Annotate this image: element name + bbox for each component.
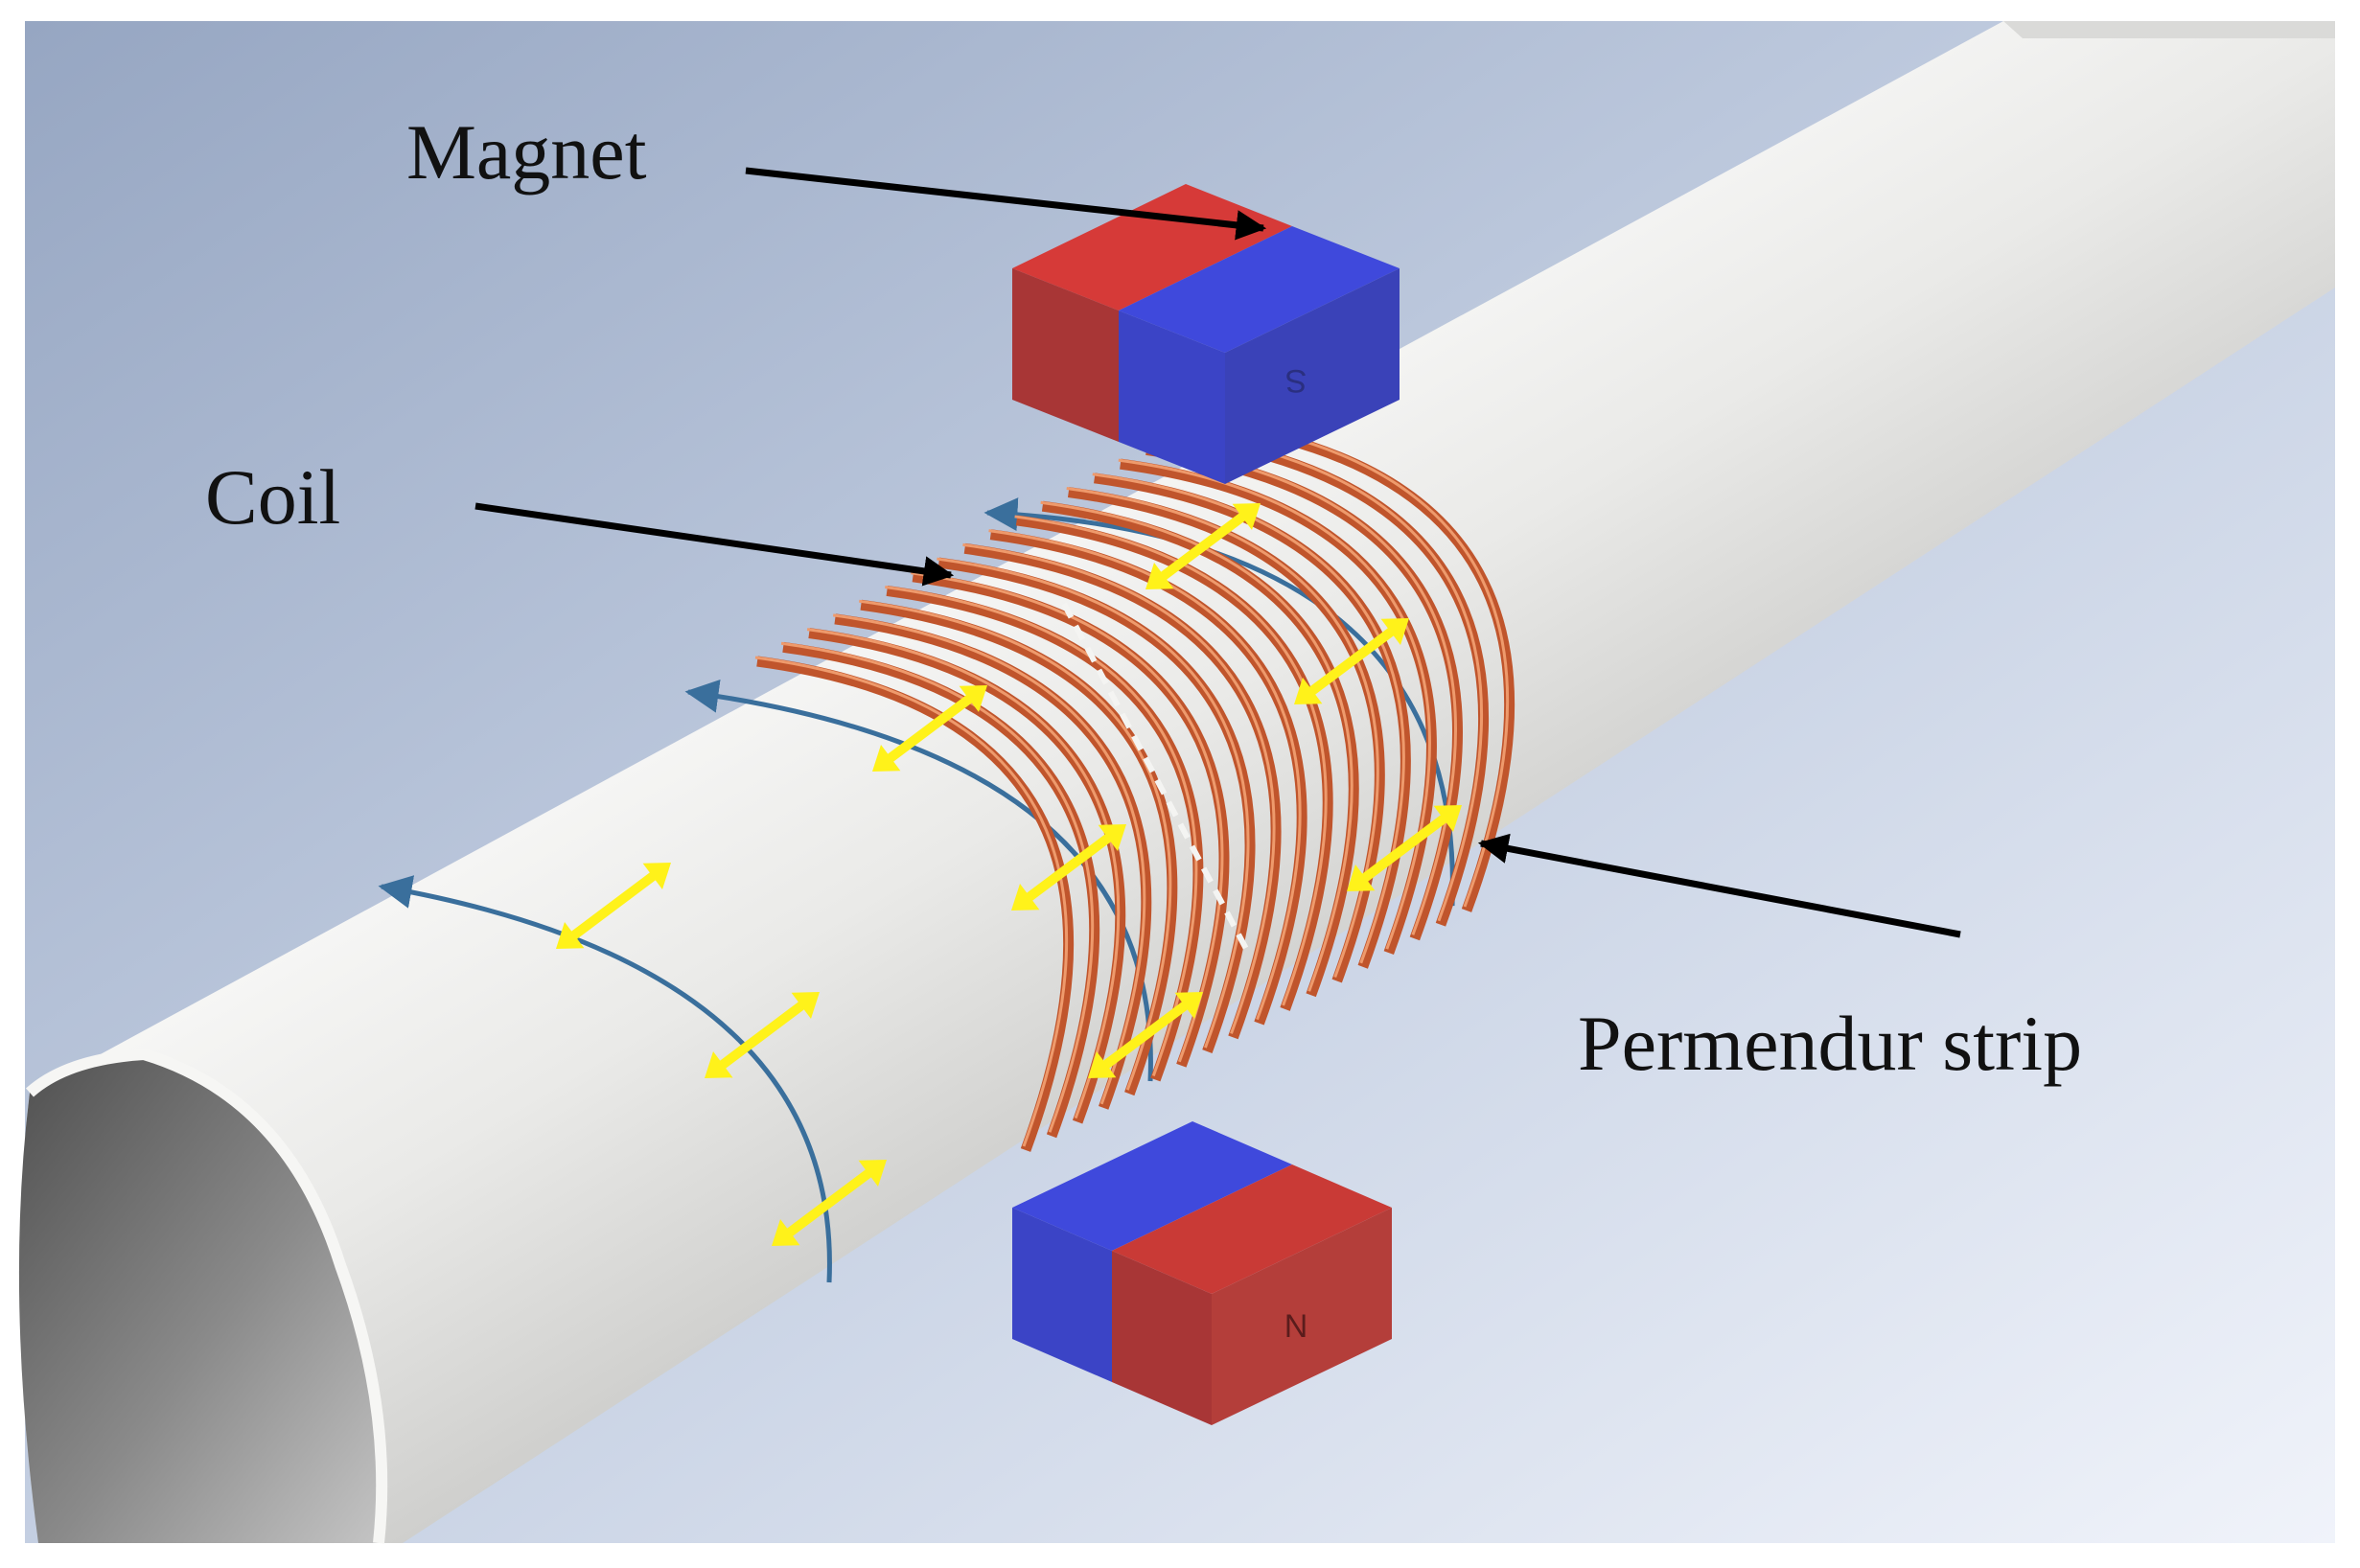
coil-turn-highlight xyxy=(1040,500,1354,992)
vibration-arrowhead-icon xyxy=(1098,824,1126,851)
magnet-label: Magnet xyxy=(406,108,647,196)
coil-turn-highlight xyxy=(806,628,1121,1119)
vibration-arrowhead-icon xyxy=(791,992,820,1019)
coil-turn-highlight xyxy=(832,613,1146,1105)
top-magnet-blue-top xyxy=(1119,226,1400,353)
bottom-magnet-blue-top xyxy=(1012,1121,1292,1251)
pointer-arrows xyxy=(474,167,1961,938)
coil-turn-highlight xyxy=(988,529,1302,1021)
permendur-strip-label: Permendur strip xyxy=(1578,1000,2083,1087)
vibration-arrow-icon xyxy=(1157,510,1249,583)
vibration-arrowhead-icon xyxy=(858,1160,887,1187)
vibration-arrowhead-icon xyxy=(1232,503,1261,530)
field-line-1-arrow-icon xyxy=(378,875,832,1283)
permendur-strip xyxy=(1061,602,1249,951)
vibration-arrow-icon xyxy=(1023,831,1115,904)
vibration-arrowhead-icon xyxy=(556,922,585,949)
vibration-arrow-icon xyxy=(1099,999,1192,1072)
vibration-arrowhead-icon xyxy=(1174,992,1203,1019)
vibration-arrowhead-icon xyxy=(1011,884,1040,911)
bottom-magnet-marking: N xyxy=(1284,1308,1308,1345)
vibration-arrowhead-icon xyxy=(1347,865,1376,891)
vibration-arrowhead-icon xyxy=(1088,1051,1117,1078)
coil-turn-highlight xyxy=(937,557,1250,1049)
top-magnet-blue-side xyxy=(1225,268,1400,484)
vibration-arrow-icon xyxy=(884,692,976,765)
vibration-arrow-icon xyxy=(783,1166,875,1239)
pipe xyxy=(18,21,2336,1544)
top-magnet: S xyxy=(1012,184,1400,484)
top-magnet-marking: S xyxy=(1285,362,1307,399)
coil-turn-highlight xyxy=(754,656,1069,1147)
coil-turn-highlight xyxy=(1092,473,1405,964)
coil-turn-highlight xyxy=(1014,515,1328,1006)
magnet-pointer-arrow-icon xyxy=(745,167,1267,241)
vibration-arrowhead-icon xyxy=(1380,618,1409,645)
bottom-magnet-red-top xyxy=(1112,1164,1392,1294)
coil-turn-highlight xyxy=(962,542,1276,1034)
vibration-arrowhead-icon xyxy=(705,1051,733,1078)
vibration-arrow-icon xyxy=(567,869,659,942)
vibration-arrow-icon xyxy=(716,999,808,1072)
coil-turn-highlight xyxy=(780,641,1095,1133)
coil-turn-highlight xyxy=(885,585,1198,1076)
pipe-opening xyxy=(18,1054,382,1543)
coil-pointer-arrow-icon xyxy=(474,502,955,587)
vibration-arrowhead-icon xyxy=(872,745,901,772)
top-magnet-red-front xyxy=(1012,268,1119,442)
top-magnet-blue-front xyxy=(1119,311,1225,484)
vibration-arrowhead-icon xyxy=(772,1219,800,1246)
bottom-magnet: N xyxy=(1012,1121,1392,1425)
permendur-pointer-arrow-icon xyxy=(1477,833,1961,938)
coil-label: Coil xyxy=(205,453,341,541)
coil-turn-highlight xyxy=(859,599,1172,1091)
pipe-body xyxy=(18,21,2336,1543)
coil-turn-highlight xyxy=(911,571,1224,1063)
bottom-magnet-red-side xyxy=(1212,1208,1392,1425)
vibration-arrowhead-icon xyxy=(1294,678,1323,704)
top-magnet-red-top xyxy=(1012,184,1292,311)
pipe-top-edge-shade xyxy=(2003,21,2335,38)
vibration-arrowhead-icon xyxy=(959,685,987,712)
vibration-arrow-icon xyxy=(1306,625,1398,698)
bottom-magnet-red-front xyxy=(1112,1251,1212,1425)
coil-turn-highlight xyxy=(1066,487,1379,979)
bottom-magnet-blue-front xyxy=(1012,1208,1112,1382)
pipe-rim xyxy=(25,1048,388,1544)
vibration-arrowhead-icon xyxy=(642,863,671,889)
vibration-arrowhead-icon xyxy=(1433,805,1462,832)
vibration-arrow-icon xyxy=(1358,812,1450,885)
vibration-arrows xyxy=(556,503,1462,1246)
vibration-arrowhead-icon xyxy=(1145,563,1174,589)
